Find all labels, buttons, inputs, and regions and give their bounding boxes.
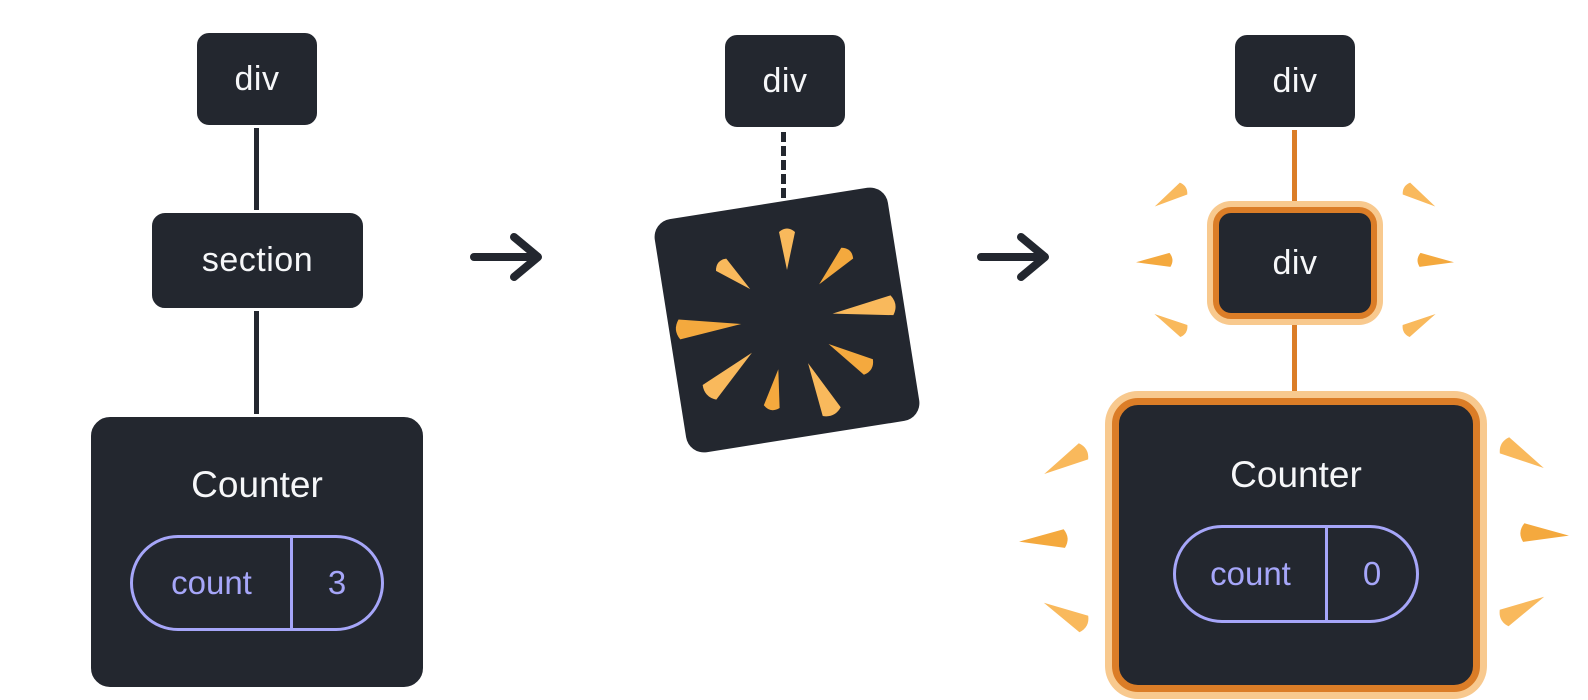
tree-before-child-node: section	[149, 210, 366, 311]
component-title: Counter	[191, 464, 323, 505]
poof-burst-icon	[654, 187, 920, 453]
tree-edge	[254, 126, 259, 214]
tree-after-counter-node-new: Counter count 0	[1112, 398, 1480, 692]
node-label: section	[201, 241, 314, 279]
spark-icon	[1154, 314, 1188, 338]
state-pill: count 3	[130, 535, 384, 631]
node-label: div	[762, 61, 808, 100]
component-title: Counter	[1230, 454, 1362, 495]
state-value: 3	[327, 564, 347, 601]
state-pill: count 0	[1173, 525, 1419, 623]
spark-icon	[1019, 529, 1068, 548]
spark-icon	[1499, 437, 1544, 468]
state-key: count	[133, 538, 293, 628]
tree-edge	[254, 309, 259, 417]
spark-icon	[1136, 252, 1173, 267]
spark-icon	[1154, 182, 1188, 207]
arrow-right-icon	[470, 233, 542, 281]
state-key: count	[1176, 528, 1328, 620]
tree-after-root-node: div	[1232, 32, 1358, 130]
tree-before-counter-node: Counter count 3	[88, 414, 426, 690]
spark-icon	[1402, 182, 1436, 207]
detached-edge	[781, 132, 786, 198]
spark-icon	[1044, 443, 1089, 474]
spark-icon	[1417, 252, 1454, 267]
spark-icon	[1043, 602, 1089, 633]
spark-icon	[1402, 314, 1436, 338]
arrow-right-icon	[977, 233, 1049, 281]
tree-edge-new	[1292, 128, 1297, 210]
tree-after-child-node-new: div	[1213, 207, 1377, 319]
state-value: 0	[1362, 555, 1382, 592]
node-label: div	[234, 59, 280, 98]
node-label: div	[1272, 61, 1318, 100]
spark-icon	[1520, 523, 1569, 542]
poof-root-node: div	[722, 32, 848, 130]
spark-icon	[1499, 596, 1545, 627]
node-label: div	[1272, 243, 1318, 282]
tree-edge-new	[1292, 316, 1297, 404]
tree-before-root-node: div	[194, 30, 320, 128]
